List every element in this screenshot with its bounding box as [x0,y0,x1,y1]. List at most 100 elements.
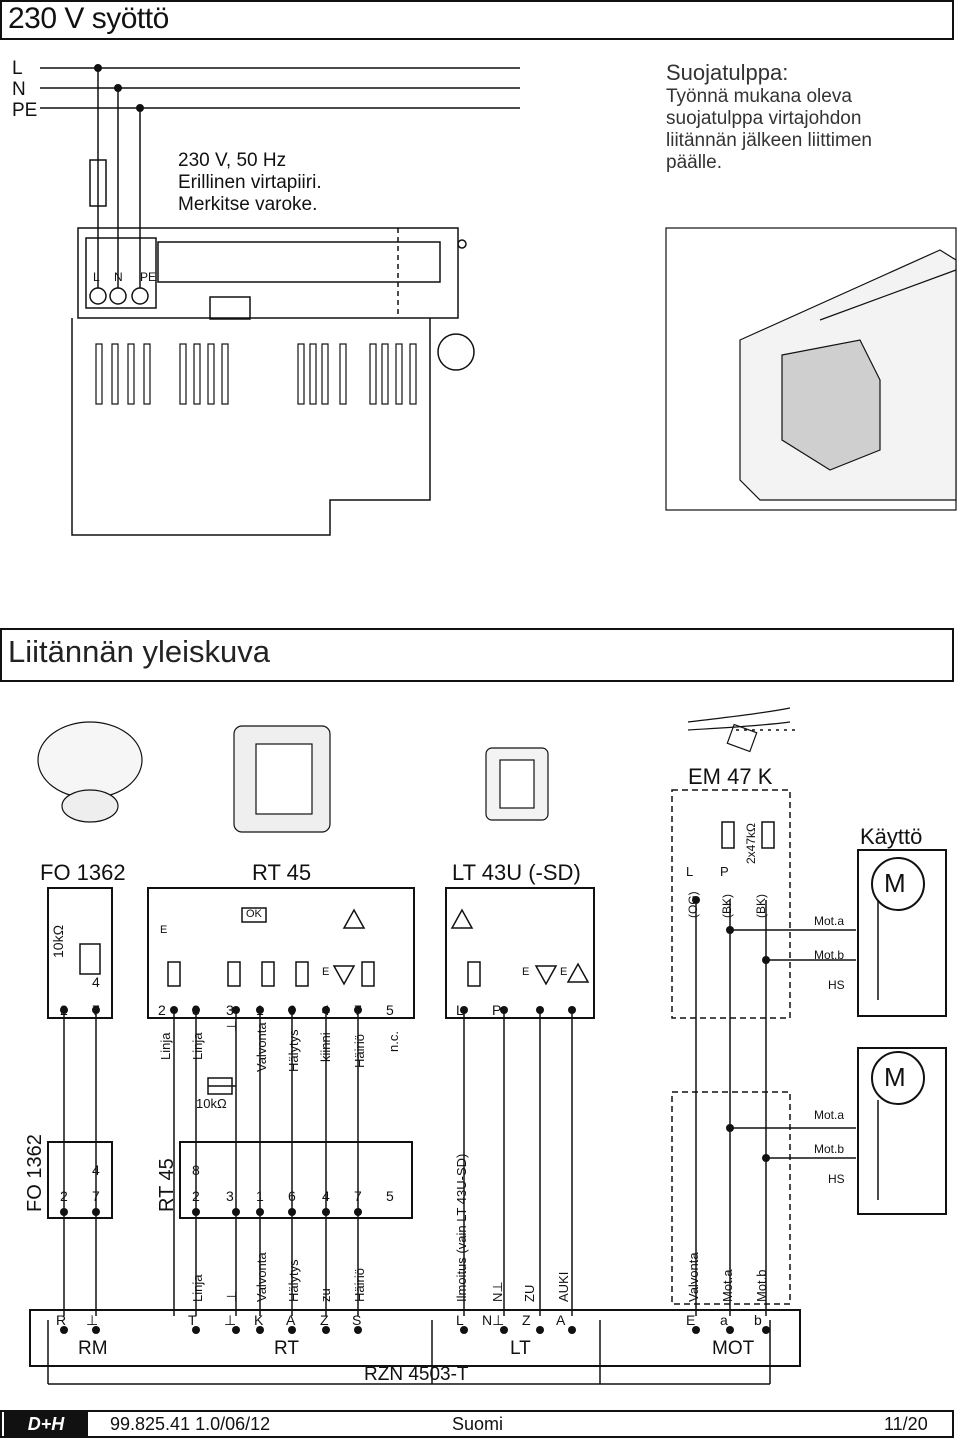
motor-label-a: Mot.a [814,914,845,928]
rt-term: 5 [386,1002,394,1018]
lower-rt-term: 5 [386,1188,394,1204]
rt-vlabel: n.c. [386,1031,401,1052]
supply-note-line: Erillinen virtapiiri. [178,172,322,193]
line-label-pe: PE [12,100,38,121]
line-label-l: L [12,58,23,79]
lower-rt-term: 6 [288,1188,296,1204]
housing-slot [309,343,317,405]
cap-note-line: liitännän jälkeen liittimen [666,130,872,151]
label-fo: FO 1362 [40,860,126,885]
rzn-term: A [286,1312,296,1328]
housing-slot [193,343,201,405]
rzn-group: RM [78,1338,108,1359]
housing-slot [381,343,389,405]
section-title-supply: 230 V syöttö [8,2,169,35]
lower-vlabel: ZU [522,1284,537,1302]
rzn-term: a [720,1312,728,1328]
housing-slot [221,343,229,405]
lower-vlabel: N⊥ [490,1281,505,1302]
rzn-term: N⊥ [482,1312,505,1328]
cap-note-line: Työnnä mukana oleva [666,86,852,107]
terminal-l: L [93,270,100,284]
lower-fo-label: FO 1362 [24,1134,46,1212]
fo-term: 4 [92,974,100,990]
label-rt: RT 45 [252,860,312,885]
em-resistor-label: 2x47kΩ [744,823,758,864]
housing-slot [395,343,403,405]
line-label-n: N [12,79,26,100]
rt-vlabel: ⊥ [224,1020,239,1032]
rt-ok-label: OK [246,908,262,920]
fo-term: 2 [60,1002,68,1018]
housing-slot [207,343,215,405]
rzn-term: T [188,1312,197,1328]
lower-vlabel: Häiriö [352,1268,367,1302]
rt-vlabel: Linja [158,1032,173,1060]
rt-resistor-label: 10kΩ [196,1096,227,1111]
rzn-term: L [456,1312,464,1328]
housing-slot [143,343,151,405]
em-wire: (BK) [720,894,734,918]
motor-label-a: Mot.a [814,1108,845,1122]
label-lt: LT 43U (-SD) [452,860,581,885]
housing-slot [409,343,417,405]
rzn-group: MOT [712,1338,755,1359]
cap-note-title: Suojatulppa: [666,60,789,85]
em-term: L [686,864,694,879]
rt-term: 3 [226,1002,234,1018]
housing-slot [127,343,135,405]
em-term: P [720,864,729,879]
footer-page-number: 11/20 [884,1414,928,1434]
rt-vlabel: Valvonta [254,1022,269,1072]
rt-term: 1 [256,1002,264,1018]
rt-vlabel: kiinni [318,1032,333,1062]
footer-language: Suomi [452,1414,504,1434]
section-header-box [0,628,954,682]
motor-symbol: M [884,1062,906,1092]
rt-vlabel: Häiriö [352,1034,367,1068]
rzn-term: Z [522,1312,531,1328]
terminal-pe: PE [140,270,157,284]
footer-doc-number: 99.825.41 1.0/06/12 [110,1414,271,1434]
cap-note-line: päälle. [666,152,722,173]
rt-vlabel: Hälytys [286,1029,301,1072]
lower-vlabel: AUKI [556,1271,571,1302]
housing-slot [369,343,377,405]
lower-vlabel: Valvonta [686,1252,701,1302]
rzn-term: b [754,1312,762,1328]
housing-slots [95,343,417,405]
rzn-term: ⊥ [86,1312,99,1328]
lt-e-label: E [522,966,530,978]
label-kaytto: Käyttö [860,824,923,849]
rt-term: 2 [158,1002,166,1018]
rt-e-label: E [160,924,168,936]
lower-fo-term: 2 [60,1188,68,1204]
rzn-term: R [56,1312,67,1328]
rzn-term: E [686,1312,696,1328]
rt-term: 8 [192,1002,200,1018]
rzn-term: Z [320,1312,329,1328]
rzn-term: ⊥ [224,1312,237,1328]
rzn-term: S [352,1312,362,1328]
housing-slot [95,343,103,405]
rt-term: 6 [288,1002,296,1018]
line-labels: L N PE [12,58,37,121]
motor-symbol: M [884,868,906,898]
lower-rt-term: 8 [192,1162,200,1178]
section-header-box [0,0,954,40]
cap-note: Suojatulppa: Työnnä mukana oleva suojatu… [666,60,872,174]
supply-note: 230 V, 50 Hz Erillinen virtapiiri. Merki… [178,150,322,216]
rt-vlabel: Linja [190,1032,205,1060]
supply-note-line: 230 V, 50 Hz [178,150,287,171]
lower-vlabel: Mot.b [754,1269,769,1302]
rt-term: 4 [322,1002,330,1018]
em-wire: (BK) [754,894,768,918]
housing-slot [297,343,305,405]
housing-slot [339,343,347,405]
lower-vlabel: Ilmoitus (vain LT 43U-SD) [454,1153,469,1302]
lower-fo-term: 7 [92,1188,100,1204]
housing-slot [321,343,329,405]
rzn-term: K [254,1312,264,1328]
brand-logo: D+H [4,1412,88,1436]
